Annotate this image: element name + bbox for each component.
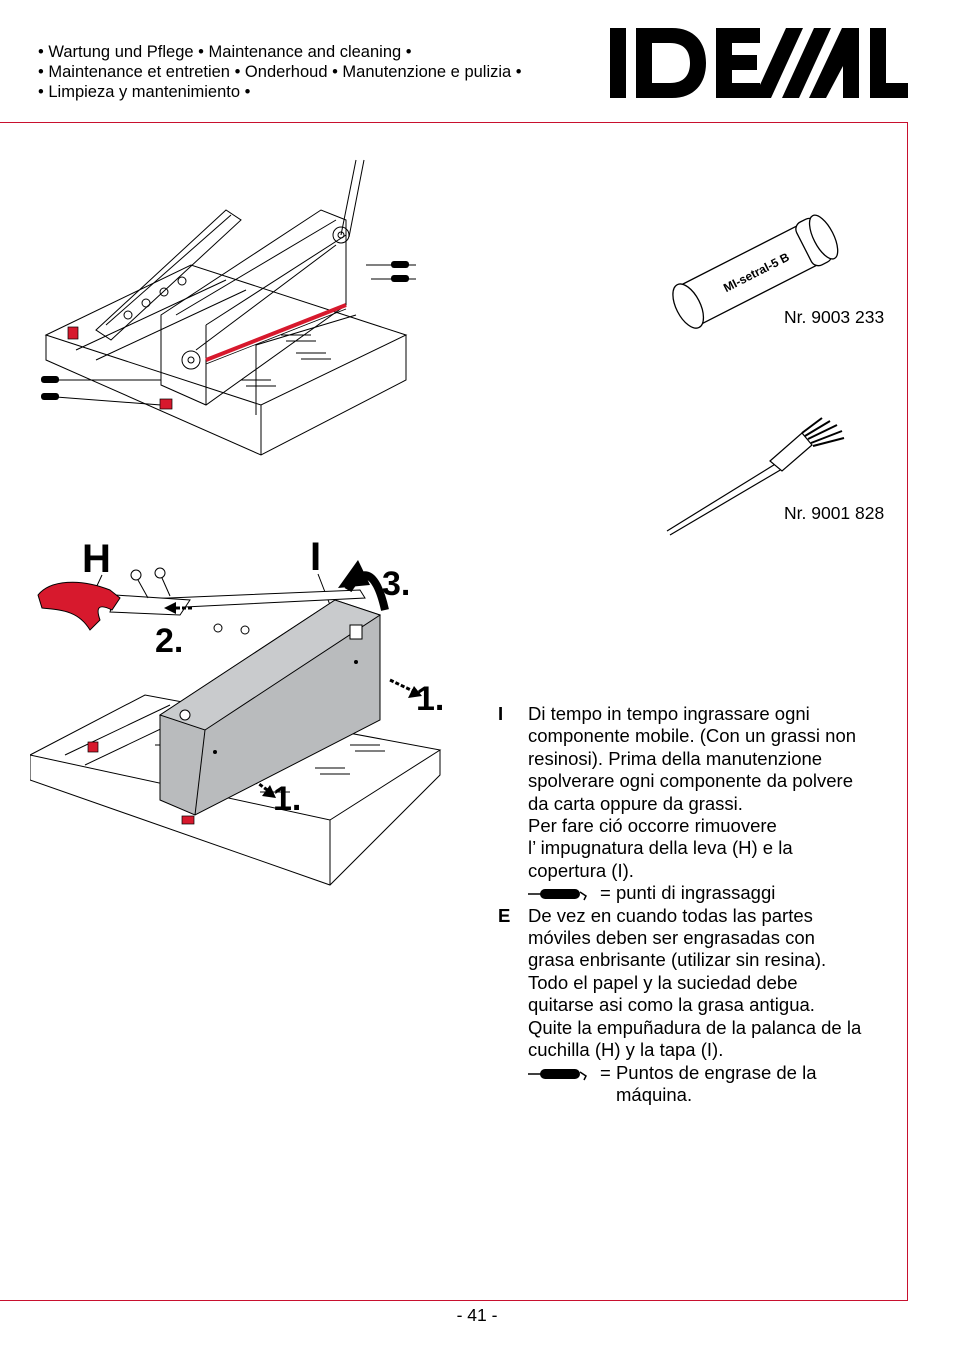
lang-marker-spanish: E — [498, 904, 511, 926]
grease-point-icon — [528, 889, 587, 901]
italian-line: l’ impugnatura della leva (H) e la — [528, 837, 793, 859]
grease-point-icon — [528, 1068, 587, 1081]
header-line-1: • Wartung und Pflege • Maintenance and c… — [38, 43, 412, 61]
instructions-block: I Di tempo in tempo ingrassare ogni comp… — [498, 703, 900, 1106]
header-line-3: • Limpieza y mantenimiento • — [38, 83, 251, 101]
step-1-label-lower: 1. — [273, 780, 301, 818]
spanish-line: quitarse asi como la grasa antigua. — [528, 994, 815, 1016]
italian-line: da carta oppure da grassi. — [528, 792, 743, 814]
italian-line: componente mobile. (Con un grassi non — [528, 725, 857, 747]
step-3-label: 3. — [382, 565, 410, 603]
spanish-line: Quite la empuñadura de la palanca de la — [528, 1016, 862, 1038]
spanish-text: De vez en cuando todas las partes móvile… — [528, 905, 900, 1062]
page-frame-bottom — [0, 1300, 908, 1301]
step-1-label-upper: 1. — [416, 680, 444, 718]
ideal-logo — [610, 28, 908, 98]
spanish-line: De vez en cuando todas las partes — [528, 904, 813, 926]
italian-line: copertura (I). — [528, 859, 634, 881]
italian-line: spolverare ogni componente da polvere — [528, 770, 853, 792]
spanish-line: cuchilla (H) y la tapa (I). — [528, 1039, 724, 1061]
cutter-overview-figure — [41, 159, 416, 456]
spanish-legend-continuation: máquina. — [616, 1083, 693, 1105]
callout-i: I — [310, 535, 321, 579]
italian-legend: = punti di ingrassaggi — [498, 882, 900, 904]
grease-tube-figure: MI-setral-5 B — [672, 214, 839, 329]
brush-part-number: Nr. 9001 828 — [784, 503, 885, 523]
page-number: - 41 - — [456, 1305, 498, 1325]
spanish-line: grasa enbrisante (utilizar sin resina). — [528, 949, 827, 971]
italian-line: Di tempo in tempo ingrassare ogni — [528, 703, 810, 724]
lang-marker-italian: I — [498, 703, 504, 724]
page-frame-right — [907, 122, 908, 1300]
italian-section: I Di tempo in tempo ingrassare ogni comp… — [498, 703, 900, 882]
spanish-legend-text: = Puntos de engrase de la — [600, 1061, 817, 1083]
header-line-2: • Maintenance et entretien • Onderhoud •… — [38, 63, 522, 81]
grease-part-number: Nr. 9003 233 — [784, 307, 885, 327]
disassembly-figure: H I 3. 2. 1. 1. — [30, 535, 444, 886]
italian-text: Di tempo in tempo ingrassare ogni compon… — [528, 703, 900, 882]
page-frame-top — [0, 122, 908, 123]
spanish-legend: = Puntos de engrase de la — [498, 1062, 900, 1084]
italian-line: Per fare ció occorre rimuovere — [528, 815, 777, 837]
spanish-line: Todo el papel y la suciedad debe — [528, 971, 798, 993]
italian-line: resinosi). Prima della manutenzione — [528, 747, 823, 769]
italian-legend-text: = punti di ingrassaggi — [600, 882, 776, 904]
spanish-section: E De vez en cuando todas las partes móvi… — [498, 905, 900, 1062]
spanish-line: móviles deben ser engrasadas con — [528, 927, 815, 949]
callout-h: H — [82, 537, 111, 581]
brush-figure — [666, 417, 845, 536]
step-2-label: 2. — [155, 622, 183, 660]
header-title-block: • Wartung und Pflege • Maintenance and c… — [38, 42, 522, 102]
